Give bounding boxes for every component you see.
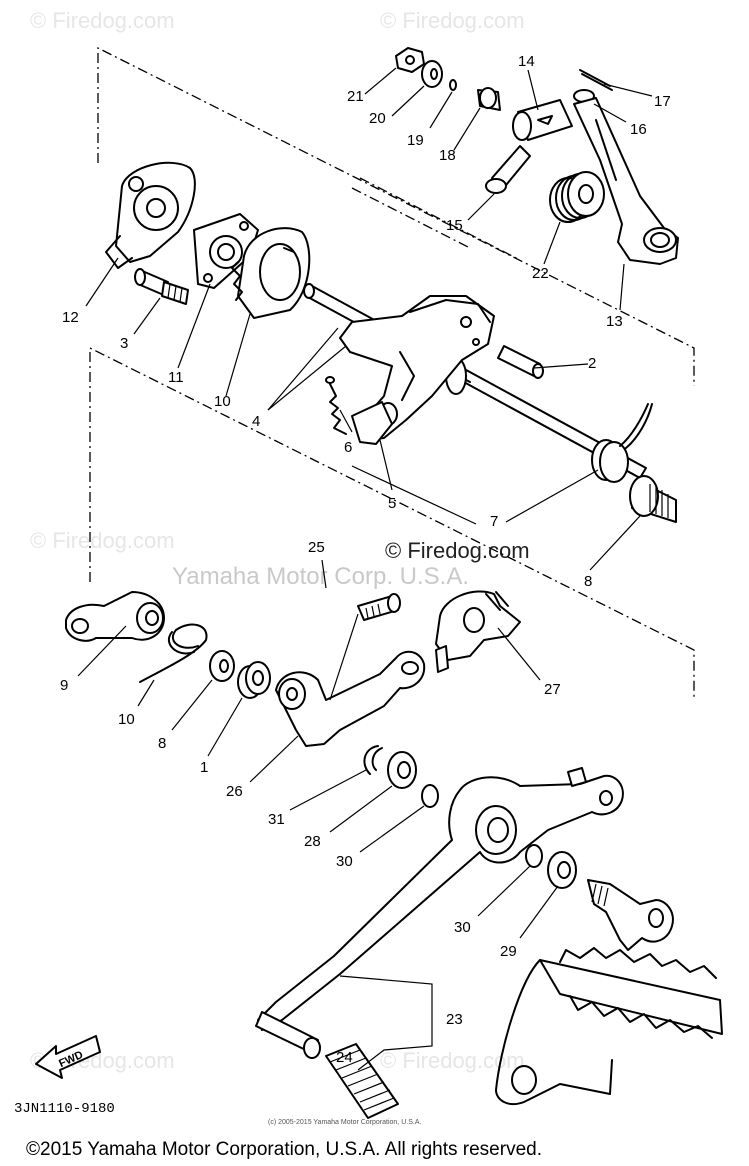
callout: 10: [214, 393, 231, 410]
callout: 31: [268, 811, 285, 828]
callout: 30: [336, 853, 353, 870]
watermark-text: © Firedog.com: [30, 8, 175, 33]
small-copyright: (c) 2005-2015 Yamaha Motor Corporation, …: [268, 1119, 421, 1126]
pedal-rubber-25: [325, 1043, 399, 1119]
callout: 8: [584, 573, 592, 590]
callout: 9: [60, 677, 68, 694]
callout-labels: 21 20 19 18 14 17 16 15 22 13 12 3 11 10…: [60, 53, 671, 1066]
callout: 17: [654, 93, 671, 110]
callout: 13: [606, 313, 623, 330]
callout: 19: [407, 132, 424, 149]
leader-lines: [77, 67, 653, 1071]
callout: 18: [439, 147, 456, 164]
link-27: [275, 650, 426, 747]
shift-pedal-24: [255, 767, 624, 1119]
callout: 23: [446, 1011, 463, 1028]
callout: 10: [118, 711, 135, 728]
callout: 21: [347, 88, 364, 105]
watermark-layer: © Firedog.com © Firedog.com © Firedog.co…: [30, 8, 530, 1073]
spring-10: [139, 623, 208, 683]
callout: 2: [588, 355, 596, 372]
callout: 24: [336, 1049, 353, 1066]
callout: 27: [544, 681, 561, 698]
watermark-text: © Firedog.com: [30, 528, 175, 553]
nut-22: [395, 47, 425, 73]
washer-29: [547, 851, 577, 889]
callout: 12: [62, 309, 79, 326]
o-ring-30: [421, 784, 439, 808]
lower-fasteners: [363, 745, 577, 889]
callout: 8: [158, 735, 166, 752]
footrest-frame: [495, 879, 723, 1106]
assembly-guide-lines: [89, 46, 695, 698]
callout: 20: [369, 110, 386, 127]
callout: 3: [120, 335, 128, 352]
yamaha-watermark: Yamaha Motor Corp. U.S.A.: [172, 563, 469, 590]
washer-29: [387, 751, 417, 789]
ring-20: [449, 79, 457, 91]
cotter-pin-18: [579, 69, 613, 91]
callout: 26: [226, 783, 243, 800]
callout: 15: [446, 217, 463, 234]
spring-23: [549, 171, 605, 223]
callout: 30: [454, 919, 471, 936]
diagram-code: 3JN1110-9180: [14, 1101, 115, 1117]
firedog-watermark: © Firedog.com: [385, 538, 530, 563]
middle-arm-group: [65, 591, 271, 699]
watermark-text: © Firedog.com: [380, 8, 525, 33]
link-27-group: [275, 593, 426, 747]
callout: 7: [490, 513, 498, 530]
footer-copyright: ©2015 Yamaha Motor Corporation, U.S.A. A…: [26, 1139, 542, 1160]
callout: 16: [630, 121, 647, 138]
callout: 14: [518, 53, 535, 70]
callout: 25: [308, 539, 325, 556]
shift-arm-assembly: [395, 47, 679, 265]
roller-5: [351, 401, 393, 445]
stopper-plate-group: [105, 161, 311, 319]
callout: 11: [168, 369, 184, 386]
shift-arm-14: [573, 97, 679, 265]
spring-6: [329, 383, 347, 435]
callout: 29: [500, 943, 517, 960]
callout: 5: [388, 495, 396, 512]
callout: 4: [252, 413, 260, 430]
washer-8: [209, 650, 235, 682]
callout: 22: [532, 265, 549, 282]
callout: 1: [200, 759, 208, 776]
callout: 6: [344, 439, 352, 456]
callout: 28: [304, 833, 321, 850]
bracket-28: [435, 590, 521, 673]
circlip-31: [363, 745, 383, 775]
o-ring-30: [525, 844, 543, 868]
